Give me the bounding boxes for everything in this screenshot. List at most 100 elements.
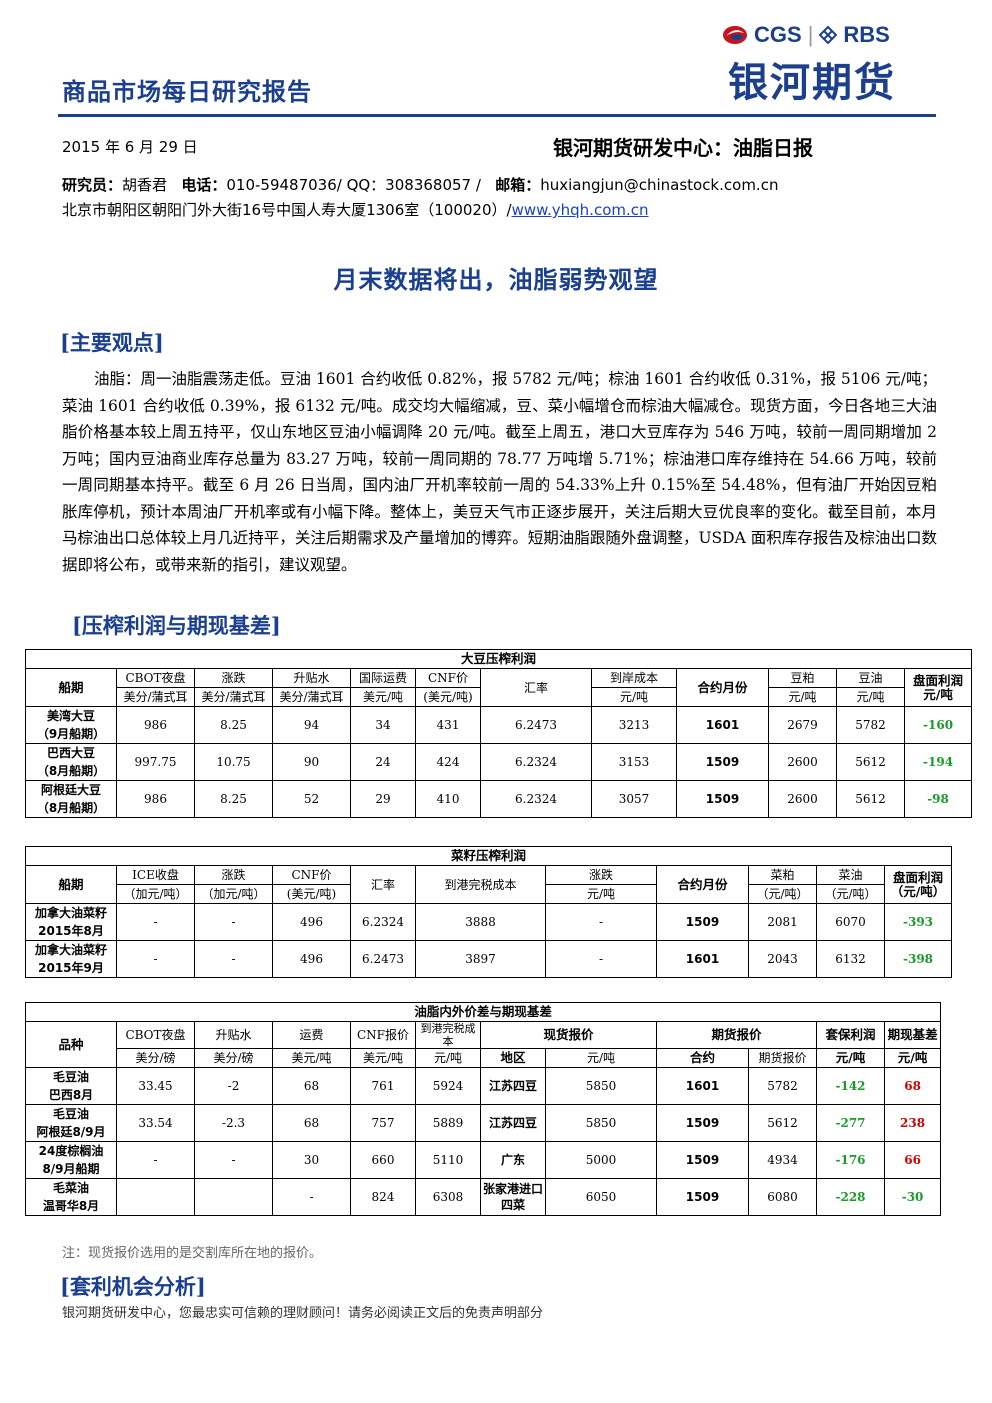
office-address: 北京市朝阳区朝阳门外大街16号中国人寿大厦1306室（100020）/ bbox=[62, 201, 512, 219]
logo-cgs-text: CGS bbox=[754, 22, 802, 47]
col-header-oil: 豆油 bbox=[836, 668, 905, 688]
cell-oil: 5782 bbox=[836, 706, 905, 744]
unit-oil: （元/吨） bbox=[816, 884, 885, 904]
report-date: 2015 年 6 月 29 日 bbox=[62, 138, 198, 156]
cell-contract: 1509 bbox=[656, 1104, 749, 1142]
table-row: 毛菜油 - 824 6308 张家港进口四菜 6050 1509 6080 -2… bbox=[25, 1178, 942, 1216]
table-row: 加拿大油菜籽 - - 496 6.2473 3897 - 1601 2043 6… bbox=[25, 940, 953, 978]
unit-premium: 美分/蒲式耳 bbox=[272, 687, 351, 707]
col-header-ice: ICE收盘 bbox=[116, 865, 195, 885]
cell-cost: 5889 bbox=[415, 1104, 481, 1142]
email-label: 邮箱： bbox=[495, 176, 541, 194]
cell-oil: 6132 bbox=[816, 940, 885, 978]
unit-cost: 元/吨 bbox=[415, 1048, 481, 1068]
cell-premium: 90 bbox=[272, 743, 351, 781]
cell-contract: 1601 bbox=[656, 1067, 749, 1105]
col-header-spot: 现货报价 bbox=[480, 1021, 657, 1049]
col-header-variety: 品种 bbox=[25, 1021, 117, 1068]
cell-hedge: -176 bbox=[816, 1141, 885, 1179]
unit-cnf: (美元/吨) bbox=[415, 687, 481, 707]
col-header-contract: 合约月份 bbox=[676, 668, 769, 707]
logo-rbs-text: RBS bbox=[843, 22, 890, 47]
row-name: 阿根廷大豆 bbox=[25, 780, 117, 799]
basis-section-heading: [压榨利润与期现基差] bbox=[72, 613, 281, 638]
main-view-paragraph: 油脂：周一油脂震荡走低。豆油 1601 合约收低 0.82%，报 5782 元/… bbox=[62, 370, 937, 574]
cell-cnf: 424 bbox=[415, 743, 481, 781]
cell-contract: 1509 bbox=[676, 743, 769, 781]
col-header-freight: 国际运费 bbox=[350, 668, 416, 688]
logo-main-text: 银河期货 bbox=[728, 60, 896, 106]
row-name: 毛豆油 bbox=[25, 1067, 117, 1086]
header-divider bbox=[58, 114, 936, 117]
col-header-profit: 盘面利润（元/吨） bbox=[883, 865, 953, 904]
cell-cost: 6308 bbox=[415, 1178, 481, 1216]
row-name: 毛菜油 bbox=[25, 1178, 117, 1197]
page-footer: 银河期货研发中心，您最忠实可信赖的理财顾问！请务必阅读正文后的免责声明部分 bbox=[62, 1306, 544, 1321]
cell-cnf: 496 bbox=[272, 903, 351, 941]
col-header-meal: 菜粕 bbox=[748, 865, 817, 885]
col-header-cbot: CBOT夜盘 bbox=[116, 668, 195, 688]
logo-separator: | bbox=[807, 22, 814, 47]
col-header-hedge: 套保利润 bbox=[816, 1021, 885, 1049]
rapeseed-crush-table: 菜籽压榨利润 船期 ICE收盘 涨跌 CNF价 汇率 到港完税成本 涨跌 合约月… bbox=[24, 846, 953, 978]
cell-cost: 3153 bbox=[591, 743, 677, 781]
row-ship-period: （8月船期） bbox=[25, 799, 117, 818]
row-origin: 8/9月船期 bbox=[25, 1160, 117, 1179]
cell-meal: 2081 bbox=[748, 903, 817, 941]
cell-region: 广东 bbox=[480, 1141, 546, 1179]
unit-cnf: (美元/吨) bbox=[272, 884, 351, 904]
cell-meal: 2679 bbox=[768, 706, 837, 744]
address-line: 北京市朝阳区朝阳门外大街16号中国人寿大厦1306室（100020）/www.y… bbox=[62, 199, 649, 220]
cell-rate: 6.2324 bbox=[350, 903, 416, 941]
col-header-cost: 到港完税成本 bbox=[415, 865, 546, 904]
col-header-change: 涨跌 bbox=[194, 668, 273, 688]
col-header-cbot: CBOT夜盘 bbox=[116, 1021, 195, 1049]
cell-basis: 238 bbox=[883, 1104, 942, 1142]
col-header-premium: 升贴水 bbox=[272, 668, 351, 688]
cell-freight: 29 bbox=[350, 780, 416, 818]
cell-freight: 30 bbox=[272, 1141, 351, 1179]
row-name: 加拿大油菜籽 bbox=[25, 903, 117, 922]
researcher-label: 研究员： bbox=[62, 176, 123, 194]
cell-futures-price: 6080 bbox=[748, 1178, 817, 1216]
row-origin: 巴西8月 bbox=[25, 1086, 117, 1105]
research-center-name: 银河期货研发中心：油脂日报 bbox=[553, 136, 813, 160]
unit-change2: 元/吨 bbox=[545, 884, 657, 904]
unit-oil: 元/吨 bbox=[836, 687, 905, 707]
cell-premium bbox=[194, 1178, 273, 1216]
cell-region: 江苏四豆 bbox=[480, 1104, 546, 1142]
cell-cnf: 660 bbox=[350, 1141, 416, 1179]
cell-change: - bbox=[194, 903, 273, 941]
cell-cbot: 986 bbox=[116, 780, 195, 818]
unit-cbot: 美分/磅 bbox=[116, 1048, 195, 1068]
col-header-rate: 汇率 bbox=[480, 668, 592, 707]
cell-cnf: 757 bbox=[350, 1104, 416, 1142]
row-origin: 温哥华8月 bbox=[25, 1197, 117, 1216]
col-header-oil: 菜油 bbox=[816, 865, 885, 885]
unit-region: 地区 bbox=[480, 1048, 546, 1068]
cell-oil: 5612 bbox=[836, 780, 905, 818]
email-address[interactable]: huxiangjun@chinastock.com.cn bbox=[540, 176, 779, 194]
cell-hedge: -228 bbox=[816, 1178, 885, 1216]
cell-cost: 3888 bbox=[415, 903, 546, 941]
cell-cnf: 761 bbox=[350, 1067, 416, 1105]
row-origin: 阿根廷8/9月 bbox=[25, 1123, 117, 1142]
main-view-heading: [主要观点] bbox=[60, 330, 164, 355]
cell-cost: 3897 bbox=[415, 940, 546, 978]
cell-freight: 68 bbox=[272, 1104, 351, 1142]
unit-contract: 合约 bbox=[656, 1048, 749, 1068]
cell-meal: 2043 bbox=[748, 940, 817, 978]
table-footnote: 注：现货报价选用的是交割库所在地的报价。 bbox=[62, 1246, 323, 1261]
unit-cost: 元/吨 bbox=[591, 687, 677, 707]
unit-ice: （加元/吨） bbox=[116, 884, 195, 904]
cell-basis: 66 bbox=[883, 1141, 942, 1179]
website-link[interactable]: www.yhqh.com.cn bbox=[511, 201, 649, 219]
rbs-logo-icon bbox=[819, 26, 838, 44]
col-header-ship: 船期 bbox=[25, 668, 117, 707]
unit-hedge: 元/吨 bbox=[816, 1048, 885, 1068]
cell-cbot: 997.75 bbox=[116, 743, 195, 781]
cell-region: 江苏四豆 bbox=[480, 1067, 546, 1105]
cell-profit: -160 bbox=[903, 706, 973, 744]
col-header-cost: 到岸成本 bbox=[591, 668, 677, 688]
col-header-meal: 豆粕 bbox=[768, 668, 837, 688]
